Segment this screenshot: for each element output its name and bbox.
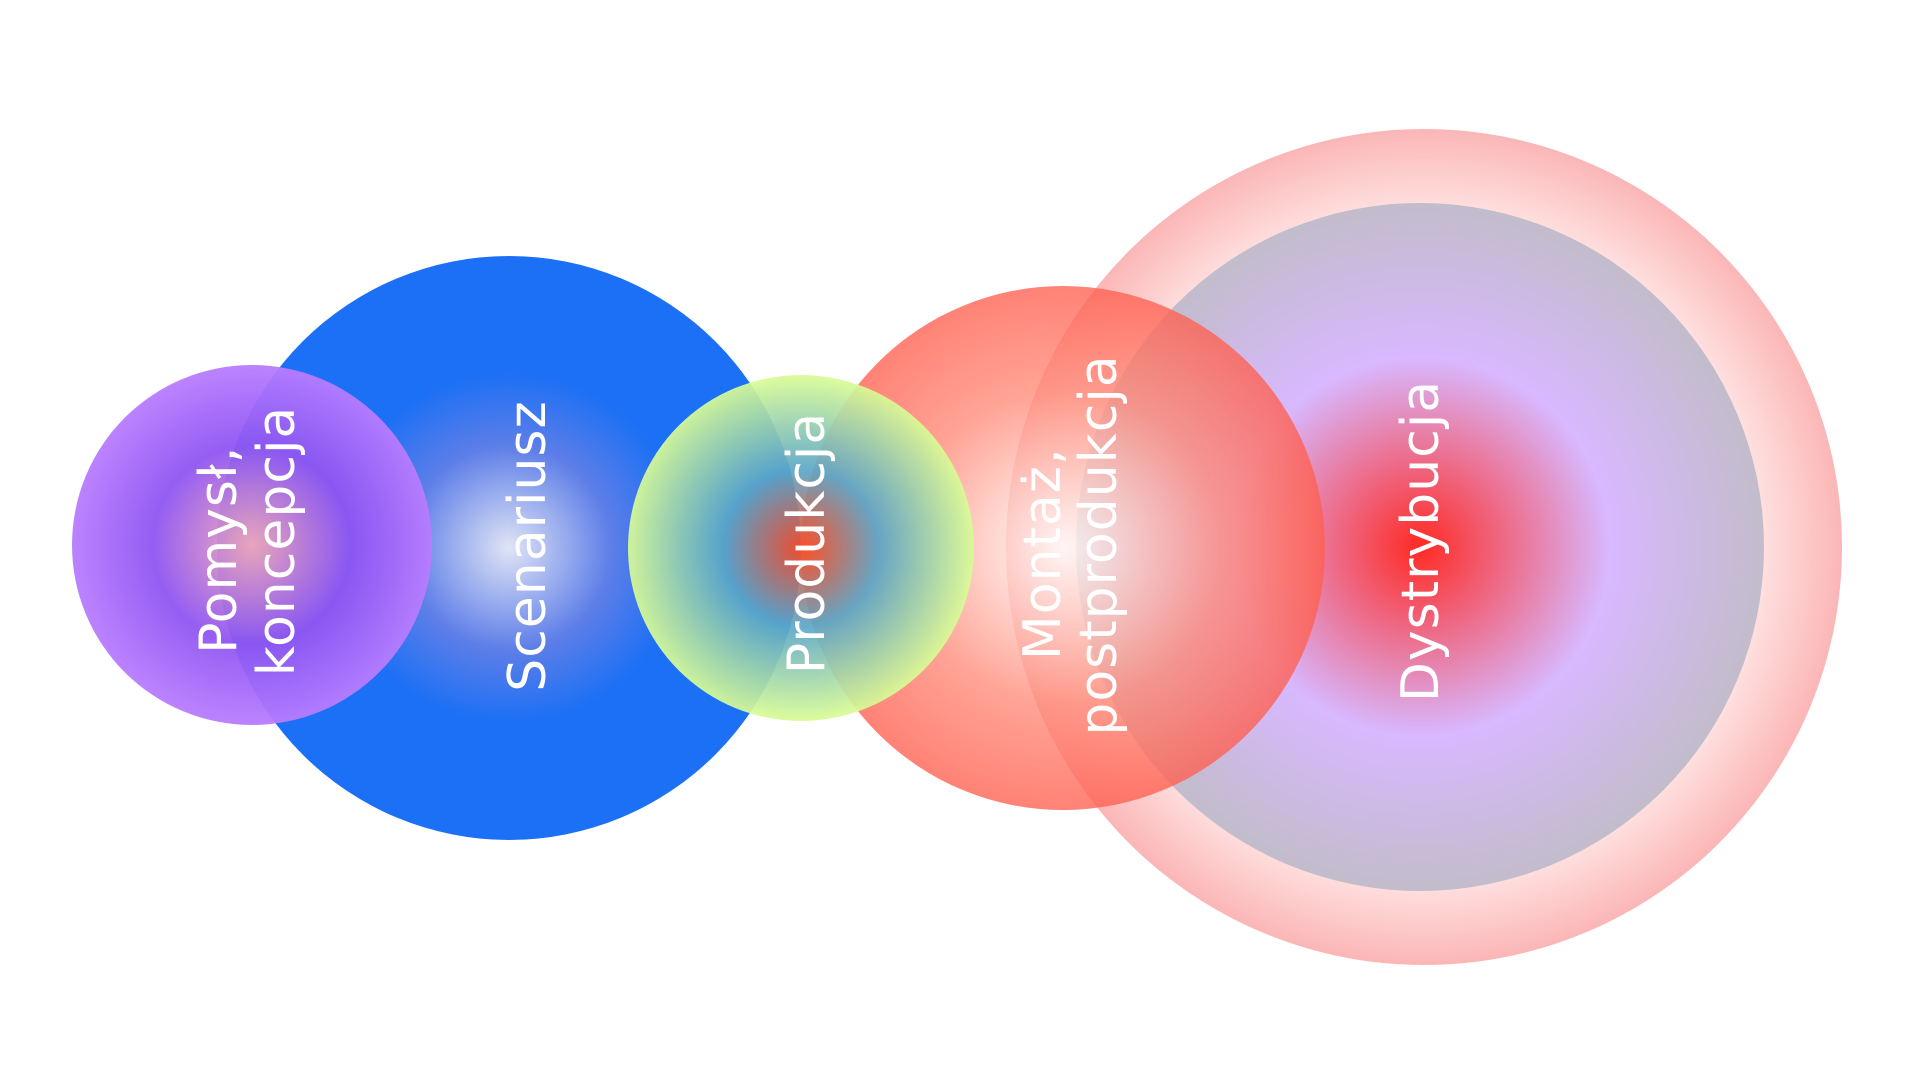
stage-label-scenariusz-line-1: Scenariusz bbox=[498, 400, 558, 692]
stage-label-pomysl: Pomysł, koncepcja bbox=[189, 406, 307, 677]
stage-label-produkcja: Produkcja bbox=[777, 412, 837, 674]
stage-label-pomysl-line-1: Pomysł, bbox=[189, 446, 249, 654]
stage-label-montaz: Montaż, postprodukcja bbox=[1013, 354, 1129, 735]
stage-label-pomysl-line-2: koncepcja bbox=[247, 406, 307, 677]
stage-circle-produkcja bbox=[628, 375, 974, 721]
stage-label-dystrybucja: Dystrybucja bbox=[1391, 380, 1451, 702]
stage-circle-scenariusz bbox=[217, 256, 801, 840]
stage-circle-pomysl bbox=[72, 365, 432, 725]
stage-circle-montaz bbox=[801, 286, 1325, 810]
stage-label-montaz-line-1: Montaż, bbox=[1013, 447, 1073, 660]
stage-label-montaz-line-2: postprodukcja bbox=[1069, 354, 1129, 735]
stage-label-dystrybucja-line-1: Dystrybucja bbox=[1391, 380, 1451, 702]
stage-label-scenariusz: Scenariusz bbox=[498, 400, 558, 692]
stage-label-produkcja-line-1: Produkcja bbox=[777, 412, 837, 674]
